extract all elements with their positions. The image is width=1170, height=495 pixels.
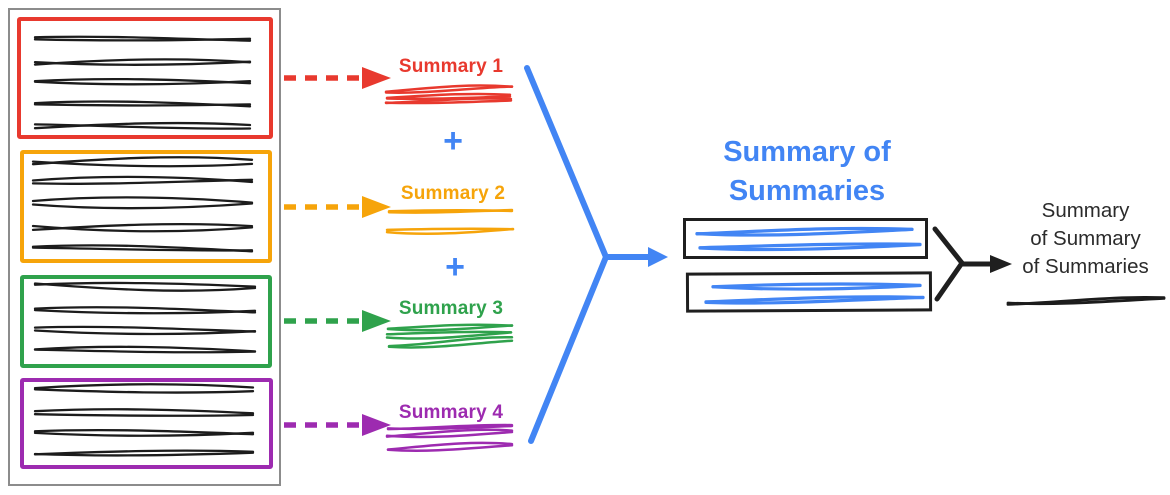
plus-sign-2: + [445,248,465,286]
final-summary-scribble [1006,296,1166,306]
summary-of-summaries-box-1 [683,218,928,259]
summary-1-scribble [384,84,514,105]
plus-sign-1: + [443,122,463,160]
merge-bracket-blue [524,65,668,444]
summary-of-summaries-box-2 [685,271,933,313]
summary-2-label: Summary 2 [400,183,506,204]
source-document [8,8,281,486]
doc-chunk-2 [20,150,272,263]
summary-of-summaries-title: Summary of Summaries [723,136,891,207]
doc-chunk-4 [20,378,273,469]
summary-4-scribble [385,423,514,452]
summary-3-label: Summary 3 [398,298,504,319]
final-summary-label: Summary of Summary of Summaries [1022,199,1149,278]
summary-4-label: Summary 4 [398,402,504,423]
summary-1-label: Summary 1 [398,56,504,77]
summary-2-scribble [385,208,515,235]
doc-chunk-3 [20,275,272,368]
summary-3-scribble [385,323,514,349]
doc-chunk-1 [17,17,273,139]
